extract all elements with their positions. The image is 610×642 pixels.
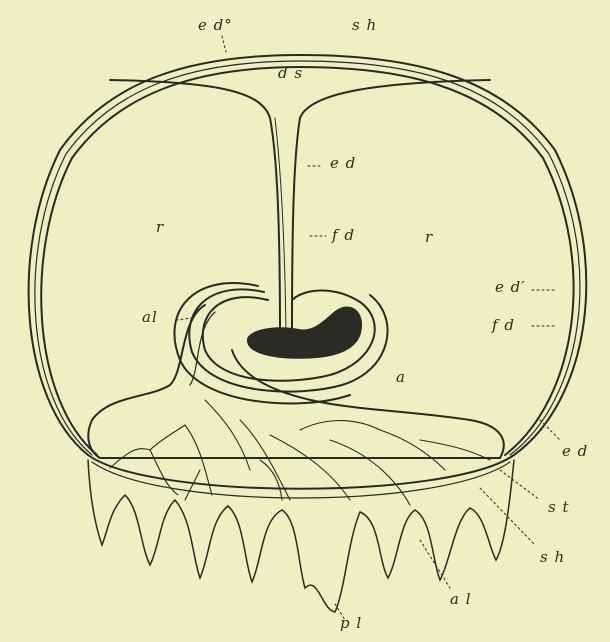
outer-membrane [29, 55, 587, 455]
label-a: a [396, 368, 406, 386]
label-al-bottom: a l [450, 590, 472, 608]
label-r-right: r [425, 228, 433, 246]
label-ed-top: e d° [198, 16, 233, 34]
label-ed-stalk: e d [330, 154, 356, 172]
label-pl: p l [340, 614, 362, 632]
label-sh-lower: s h [540, 548, 565, 566]
allantois-outline [88, 305, 503, 458]
label-ds: d s [278, 64, 303, 82]
label-st: s t [548, 498, 570, 516]
label-ed-lower: e d [562, 442, 588, 460]
label-r-left: r [156, 218, 164, 236]
inner-membrane [41, 67, 573, 455]
label-al-left: al [142, 308, 158, 326]
label-sh-top: s h [352, 16, 377, 34]
stalk-right-wall [292, 80, 490, 335]
embryo-dark-mass [248, 307, 362, 358]
label-ed-prime: e d′ [495, 278, 526, 296]
label-fd-right: f d [492, 316, 515, 334]
label-fd-stalk: f d [332, 226, 355, 244]
